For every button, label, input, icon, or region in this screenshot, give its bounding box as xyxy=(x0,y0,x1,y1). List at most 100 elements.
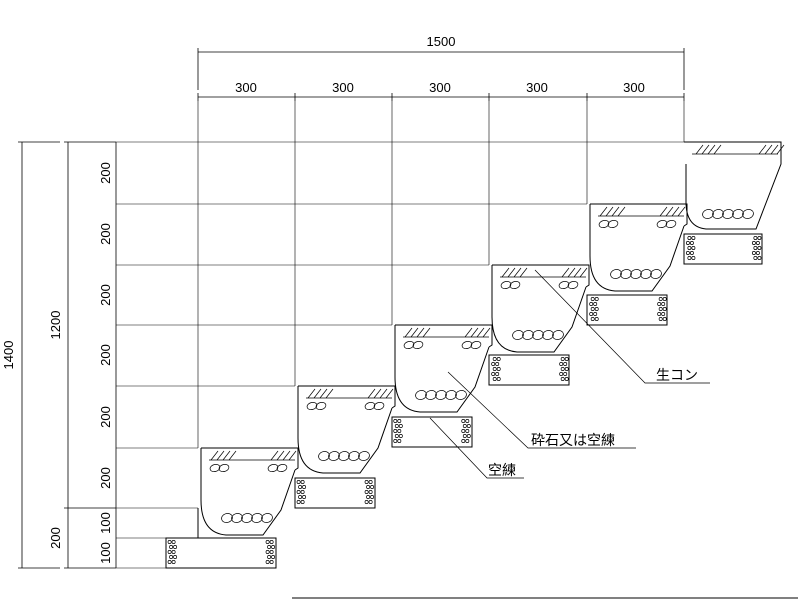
label-dry-mortar: 空練 xyxy=(488,463,516,479)
gravel-dot xyxy=(296,490,301,494)
dim-total-height: 1400 xyxy=(1,341,16,370)
gravel-dot xyxy=(662,297,667,301)
dim-width-2: 300 xyxy=(332,80,354,95)
gravel-oval xyxy=(567,280,578,289)
gravel-dot xyxy=(167,550,172,554)
gravel-dot xyxy=(271,545,276,549)
hatch-mark xyxy=(672,207,679,216)
hatch-mark xyxy=(314,389,321,398)
hatch-mark xyxy=(714,145,721,154)
gravel-dot xyxy=(661,302,666,306)
footing xyxy=(166,538,276,568)
hatch-mark xyxy=(777,145,784,154)
gravel-dot xyxy=(691,256,696,260)
gravel-dot xyxy=(751,241,756,245)
gravel-dot xyxy=(267,545,272,549)
gravel-oval xyxy=(607,219,618,228)
block-cap xyxy=(492,265,589,287)
gravel-dot xyxy=(296,500,301,504)
hatch-mark xyxy=(508,268,515,277)
gravel-oval xyxy=(358,450,371,462)
gravel-dot xyxy=(397,419,402,423)
gravel-dot xyxy=(466,434,471,438)
gravel-dot xyxy=(563,362,568,366)
gravel-dot xyxy=(393,419,398,423)
gravel-dot xyxy=(394,434,399,438)
gravel-dot xyxy=(691,246,696,250)
dim-base-upper: 100 xyxy=(98,512,113,534)
gravel-dot xyxy=(593,312,598,316)
gravel-dot xyxy=(685,241,690,245)
gravel-dot xyxy=(171,550,176,554)
dim-width-1: 300 xyxy=(235,80,257,95)
gravel-dot xyxy=(393,439,398,443)
gravel-dot xyxy=(753,256,758,260)
gravel-dot xyxy=(492,367,497,371)
gravel-dot xyxy=(265,550,270,554)
hatch-mark xyxy=(606,207,613,216)
gravel-dot xyxy=(559,372,564,376)
gravel-dot xyxy=(689,241,694,245)
hatch-mark xyxy=(702,145,709,154)
hatch-mark xyxy=(520,268,527,277)
gravel-dot xyxy=(661,312,666,316)
gravel-dot xyxy=(302,495,307,499)
hatch-mark xyxy=(568,268,575,277)
gravel-dot xyxy=(757,246,762,250)
gravel-oval xyxy=(742,208,755,220)
hatch-mark xyxy=(483,328,490,337)
gravel-dot xyxy=(564,377,569,381)
gravel-dot xyxy=(461,419,466,423)
gravel-dot xyxy=(462,434,467,438)
hatch-mark xyxy=(271,451,278,460)
gravel-dot xyxy=(662,317,667,321)
hatch-mark xyxy=(514,268,521,277)
gravel-dot xyxy=(366,485,371,489)
dim-rise-3: 200 xyxy=(98,284,113,306)
gravel-oval xyxy=(470,340,481,349)
gravel-dot xyxy=(492,377,497,381)
stair-blocks xyxy=(166,142,784,568)
top-dimension xyxy=(198,48,684,101)
gravel-dot xyxy=(492,357,497,361)
gravel-dot xyxy=(300,490,305,494)
hatch-mark xyxy=(229,451,236,460)
hatch-mark xyxy=(771,145,778,154)
gravel-dot xyxy=(364,500,369,504)
gravel-dot xyxy=(173,545,178,549)
hatch-mark xyxy=(465,328,472,337)
gravel-dot xyxy=(657,312,662,316)
hatch-mark xyxy=(380,389,387,398)
gravel-dot xyxy=(462,424,467,428)
gravel-oval xyxy=(218,463,229,472)
hatch-mark xyxy=(660,207,667,216)
gravel-dot xyxy=(296,480,301,484)
gravel-dot xyxy=(397,439,402,443)
gravel-oval xyxy=(373,401,384,410)
hatch-mark xyxy=(223,451,230,460)
hatch-mark xyxy=(759,145,766,154)
gravel-dot xyxy=(751,251,756,255)
gravel-dot xyxy=(461,429,466,433)
dim-rise-2: 200 xyxy=(98,223,113,245)
block-body xyxy=(201,448,295,535)
footing xyxy=(587,295,667,325)
gravel-dot xyxy=(269,560,274,564)
hatch-mark xyxy=(600,207,607,216)
gravel-dot xyxy=(594,307,599,311)
gravel-oval xyxy=(650,268,663,280)
gravel-dot xyxy=(370,485,375,489)
dim-sub-height: 1200 xyxy=(48,311,63,340)
gravel-dot xyxy=(594,297,599,301)
gravel-dot xyxy=(658,317,663,321)
gravel-dot xyxy=(495,362,500,366)
gravel-dot xyxy=(167,540,172,544)
gravel-dot xyxy=(173,555,178,559)
top-block-body xyxy=(684,142,781,229)
gravel-dot xyxy=(753,236,758,240)
gravel-dot xyxy=(298,485,303,489)
gravel-dot xyxy=(465,419,470,423)
dim-base-total: 200 xyxy=(48,527,63,549)
gravel-dot xyxy=(370,495,375,499)
